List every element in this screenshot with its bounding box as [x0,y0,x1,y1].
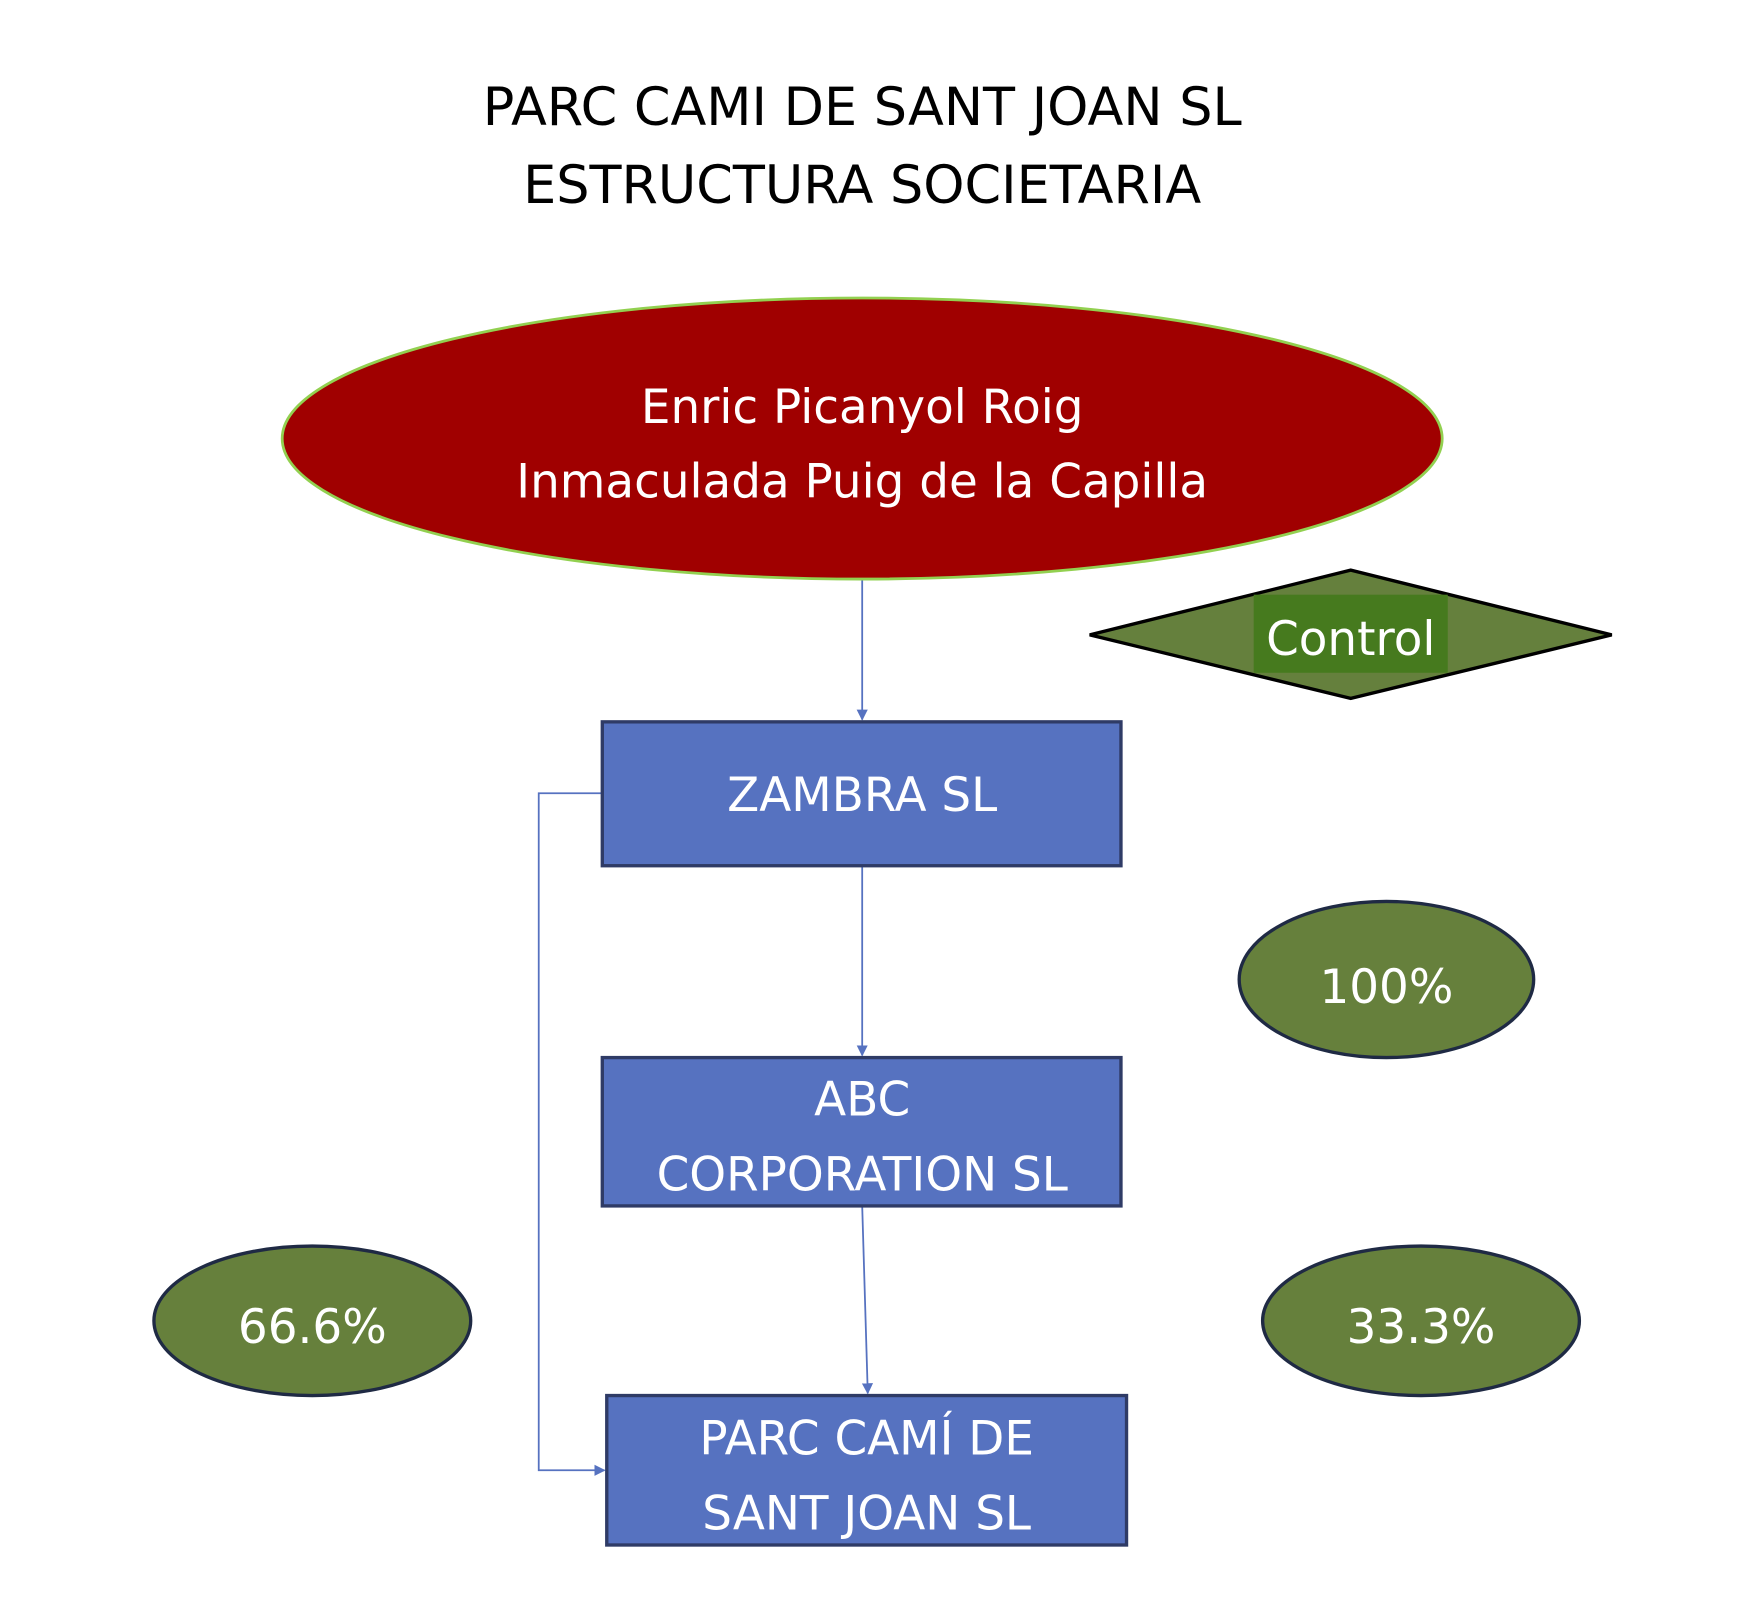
percent-66: 66.6% [152,1244,473,1398]
percent-100-label: 100% [1319,961,1453,1015]
parc-label-1: PARC CAMÍ DE [699,1412,1034,1467]
entity-abc[interactable]: ABC CORPORATION SL [600,1055,1123,1208]
percent-100: 100% [1237,899,1536,1060]
connectors [537,580,874,1476]
percent-33-label: 33.3% [1347,1301,1496,1355]
title-line-1: PARC CAMI DE SANT JOAN SL [483,77,1242,138]
title-line-2: ESTRUCTURA SOCIETARIA [523,155,1201,216]
percent-33: 33.3% [1260,1244,1582,1398]
control-label: Control [1266,613,1435,667]
control-legend: Control [1089,568,1613,701]
owners-node[interactable]: Enric Picanyol Roig Inmaculada Puig de l… [280,296,1444,581]
entity-zambra[interactable]: ZAMBRA SL [600,720,1123,868]
abc-label-1: ABC [814,1074,910,1128]
zambra-label: ZAMBRA SL [727,769,997,823]
percent-66-label: 66.6% [238,1301,387,1355]
owner-1: Enric Picanyol Roig [641,381,1084,435]
abc-label-2: CORPORATION SL [657,1148,1068,1202]
owner-2: Inmaculada Puig de la Capilla [516,456,1208,510]
entity-parc[interactable]: PARC CAMÍ DE SANT JOAN SL [605,1393,1129,1547]
arrow-abc-to-parc [861,1205,874,1395]
arrow-zambra-to-parc [537,792,606,1476]
parc-label-2: SANT JOAN SL [702,1487,1031,1541]
